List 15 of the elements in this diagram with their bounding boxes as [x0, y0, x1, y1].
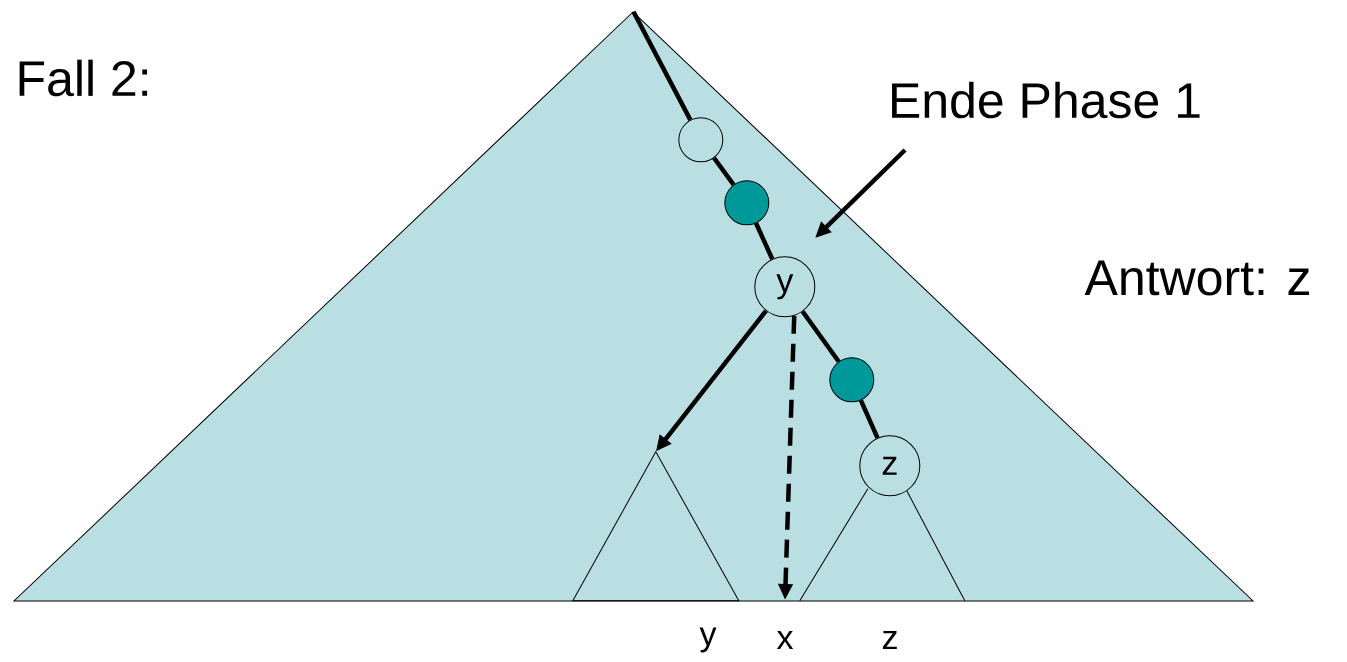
path-line	[800, 310, 841, 363]
path-line	[858, 399, 880, 439]
leaf-label: y	[699, 627, 717, 653]
path-line	[631, 10, 693, 121]
subtree-triangle	[572, 451, 740, 602]
empty-circle	[678, 117, 724, 163]
filled-circle	[724, 180, 770, 226]
annotation-text: Ende Phase 1	[892, 81, 1200, 119]
path-line	[754, 222, 775, 260]
leaf-label: x	[776, 631, 794, 649]
heading: Fall 2:	[19, 59, 148, 97]
answer-text: Antwort: z	[1084, 260, 1309, 296]
path-line	[712, 156, 736, 186]
subtree-triangle	[799, 488, 966, 602]
filled-circle	[829, 357, 875, 403]
